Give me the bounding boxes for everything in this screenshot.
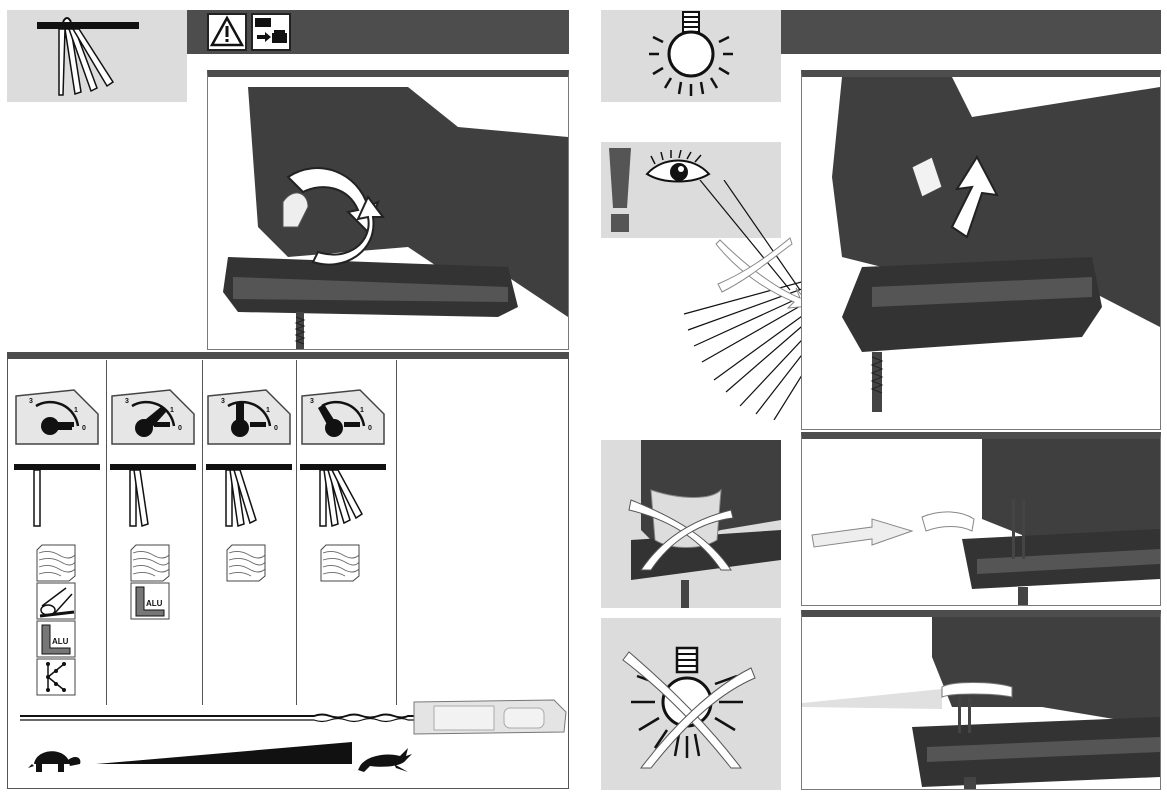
wood-icon	[320, 544, 360, 582]
dial-label-1: 1	[170, 407, 174, 414]
dial-label-0: 0	[274, 425, 278, 432]
dial-icon: 3 1 0	[111, 389, 195, 445]
manual-read-icon	[251, 13, 291, 51]
light-bulb-icon	[649, 11, 733, 96]
dial-icon: 3 1 0	[15, 389, 99, 445]
attention-panel	[601, 142, 781, 238]
speed-wedge	[96, 742, 352, 764]
dial-icon: 3 1 0	[207, 389, 291, 445]
blade-stroke-icon	[206, 464, 292, 527]
dial-icon: 3 1 0	[301, 389, 385, 445]
blade-stroke-icon	[300, 464, 386, 527]
shield-crossed-panel	[601, 440, 781, 608]
light-bulb-crossed-icon	[622, 646, 756, 769]
dial-label-0: 0	[178, 425, 182, 432]
orbital-setting-2: 3 1 0	[206, 388, 292, 698]
pendulum-icon-panel	[7, 10, 187, 102]
shield-mounted-illustration	[801, 610, 1161, 790]
orbital-settings-bar	[7, 352, 569, 359]
cut-line-and-saw	[20, 699, 567, 735]
light-icon-panel	[601, 10, 781, 102]
hare-icon	[358, 748, 412, 772]
alu-label: ALU	[52, 637, 69, 646]
dial-label-0: 0	[368, 425, 372, 432]
blade-stroke-icon	[110, 464, 196, 527]
dial-label-3: 3	[125, 398, 129, 405]
dial-label-0: 0	[82, 425, 86, 432]
blade-stroke-icon	[14, 464, 100, 527]
wood-icon	[130, 544, 170, 582]
orbital-setting-3: 3 1 0	[300, 388, 386, 698]
orbital-settings-panel	[7, 359, 569, 789]
dial-label-1: 1	[266, 407, 270, 414]
tortoise-icon	[28, 751, 81, 772]
wood-icon	[226, 544, 266, 582]
header-bar-left	[187, 10, 569, 54]
alu-profile-icon: ALU	[130, 582, 170, 620]
pendulum-lever-illustration	[207, 70, 569, 350]
alu-label: ALU	[146, 599, 163, 608]
header-bar-right	[781, 10, 1161, 54]
orbital-setting-0: 3 1 0 ALU	[14, 388, 100, 698]
dial-label-3: 3	[221, 398, 225, 405]
attach-shield-illustration	[801, 432, 1161, 606]
dial-label-1: 1	[74, 407, 78, 414]
warning-triangle-icon	[207, 13, 247, 51]
exclamation-icon	[609, 148, 631, 232]
plastic-k-icon	[36, 658, 76, 696]
pendulum-blade-icon	[37, 17, 139, 96]
eye-icon	[645, 150, 711, 183]
alu-profile-icon: ALU	[36, 620, 76, 658]
dial-label-1: 1	[360, 407, 364, 414]
orbital-setting-1: 3 1 0 ALU	[110, 388, 196, 698]
pipe-icon	[36, 582, 76, 620]
wood-icon	[36, 544, 76, 582]
dial-label-3: 3	[29, 398, 33, 405]
light-off-panel	[601, 618, 781, 790]
dial-label-3: 3	[310, 398, 314, 405]
light-switch-illustration	[801, 70, 1161, 430]
